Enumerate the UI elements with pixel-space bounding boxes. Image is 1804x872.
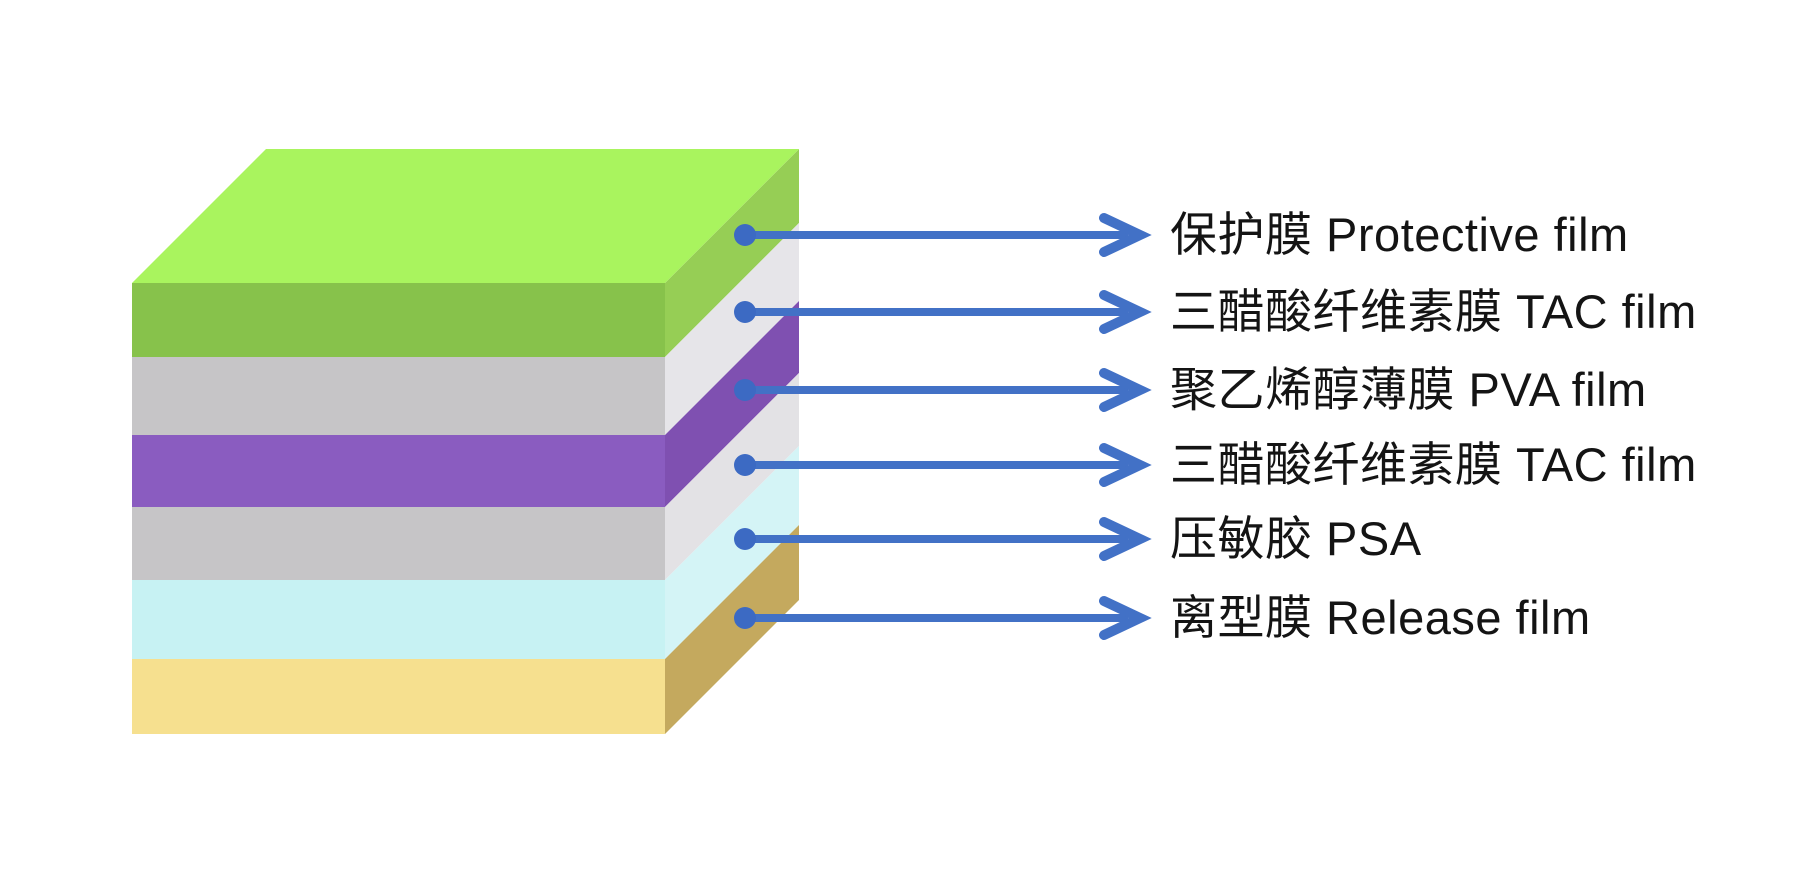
layer-6-front-face: [132, 659, 665, 734]
arrow-head-icon-4: [1099, 443, 1152, 487]
layer-4-front-face: [132, 507, 665, 580]
layer-label-psa: 压敏胶 PSA: [1170, 512, 1422, 565]
arrow-dot-2: [734, 301, 756, 323]
arrow-dot-6: [734, 607, 756, 629]
arrow-head-icon-2: [1099, 290, 1152, 334]
arrow-dot-4: [734, 454, 756, 476]
layer-label-pva-film: 聚乙烯醇薄膜 PVA film: [1170, 363, 1647, 416]
arrow-dot-5: [734, 528, 756, 550]
layer-6-side-face: [665, 525, 799, 734]
layer-1-side-face: [665, 149, 799, 357]
layer-label-protective-film: 保护膜 Protective film: [1170, 208, 1629, 261]
layer-1-top-face: [132, 149, 799, 283]
layer-label-release-film: 离型膜 Release film: [1170, 591, 1591, 644]
layer-label-tac-film-lower: 三醋酸纤维素膜 TAC film: [1170, 438, 1697, 491]
arrow-head-icon-6: [1099, 596, 1152, 640]
layer-3-side-face: [665, 301, 799, 507]
layer-5-side-face: [665, 446, 799, 659]
layer-3-front-face: [132, 435, 665, 507]
layer-label-tac-film-upper: 三醋酸纤维素膜 TAC film: [1170, 285, 1697, 338]
layer-1-front-face: [132, 283, 665, 357]
layer-4-side-face: [665, 373, 799, 580]
arrow-head-icon-3: [1099, 368, 1152, 412]
arrow-head-icon-1: [1099, 213, 1152, 257]
layer-5-front-face: [132, 580, 665, 659]
layer-2-side-face: [665, 223, 799, 435]
layer-2-front-face: [132, 357, 665, 435]
arrow-head-icon-5: [1099, 517, 1152, 561]
arrow-dot-1: [734, 224, 756, 246]
arrow-dot-3: [734, 379, 756, 401]
